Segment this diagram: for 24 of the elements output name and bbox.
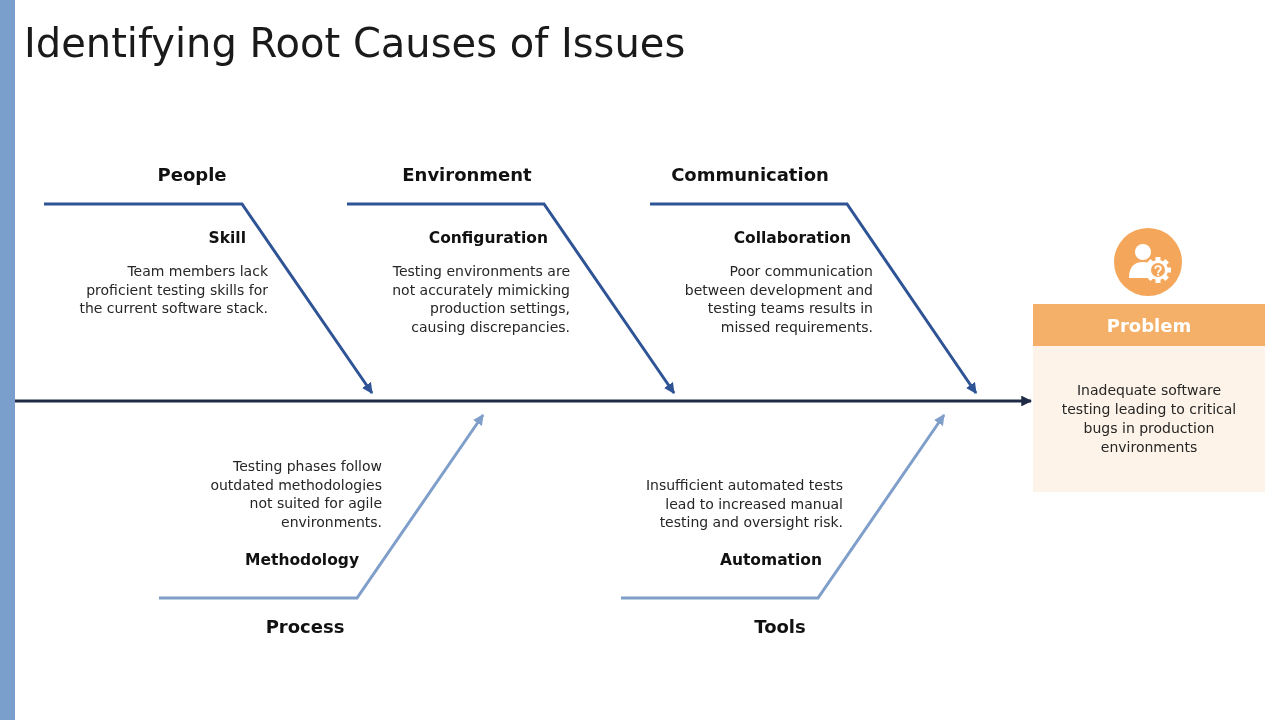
arrow	[159, 414, 485, 600]
arrow	[347, 202, 676, 394]
cause-heading: Methodology	[245, 550, 359, 570]
category-heading: Communication	[671, 163, 829, 187]
cause-heading: Skill	[208, 228, 246, 248]
arrow	[650, 202, 978, 394]
cause-description: Testing phases follow outdated methodologies not suited for agile environments.	[209, 457, 382, 531]
cause-description: Testing environments are not accurately mimicking production settings, causing discrepancies.	[391, 262, 570, 336]
category-heading: Environment	[402, 163, 532, 187]
category-heading: Tools	[754, 615, 806, 639]
cause-description: Poor communication between development and testing teams results in missed requirements.	[683, 262, 873, 336]
cause-description: Insufficient automated tests lead to increased manual testing and oversight risk.	[644, 476, 843, 532]
category-heading: Process	[265, 615, 345, 639]
arrow	[621, 414, 946, 600]
cause-heading: Automation	[719, 550, 822, 570]
category-heading: People	[157, 163, 227, 187]
arrow	[15, 395, 1033, 407]
cause-heading: Collaboration	[733, 228, 851, 248]
arrow	[44, 202, 374, 394]
problem-description: Inadequate software testing leading to critical bugs in production environments	[1033, 346, 1265, 492]
slide-title: Identifying Root Causes of Issues	[24, 19, 686, 68]
cause-heading: Configuration	[428, 228, 548, 248]
problem-header: Problem	[1033, 304, 1265, 346]
cause-description: Team members lack proficient testing skills for the current software stack.	[78, 262, 268, 318]
